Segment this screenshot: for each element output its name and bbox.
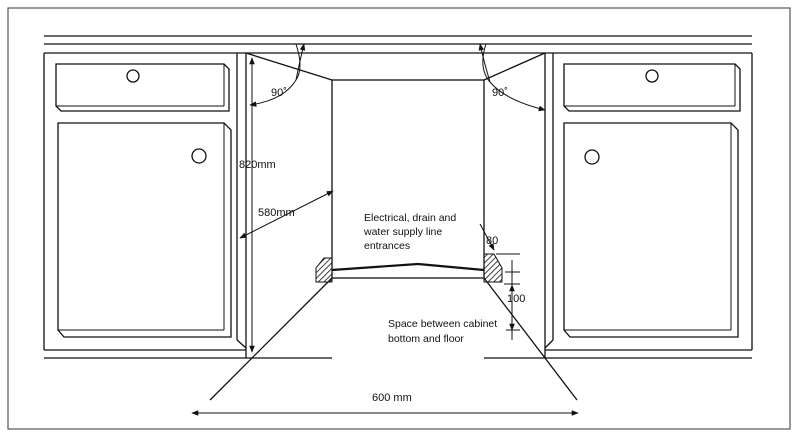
depth-dimension bbox=[239, 190, 334, 239]
right-drawer bbox=[563, 63, 741, 112]
diagram-border bbox=[7, 7, 791, 430]
right-cabinet bbox=[484, 53, 753, 359]
entrances-label-line2: water supply line bbox=[363, 226, 442, 238]
dim-100-label: 100 bbox=[507, 293, 525, 305]
right-drawer-knob bbox=[645, 69, 659, 83]
width-label: 600 mm bbox=[372, 392, 412, 404]
left-drawer bbox=[55, 63, 230, 112]
niche bbox=[209, 52, 578, 401]
right-entrance-hatch bbox=[483, 253, 503, 283]
depth-label: 580mm bbox=[258, 207, 295, 219]
space-label-line1: Space between cabinet bbox=[388, 318, 497, 330]
left-door-knob bbox=[191, 148, 207, 164]
entrances-label-line1: Electrical, drain and bbox=[364, 212, 456, 224]
left-door bbox=[57, 122, 232, 338]
niche-back-wall bbox=[331, 79, 485, 279]
left-entrance-hatch bbox=[315, 257, 333, 283]
right-door bbox=[563, 122, 739, 338]
right-door-knob bbox=[584, 149, 600, 165]
angle-right-marker bbox=[478, 43, 546, 112]
entrances-label-line3: entrances bbox=[364, 240, 410, 252]
height-label: 820mm bbox=[239, 159, 276, 171]
left-cabinet bbox=[43, 53, 332, 359]
small-dimensions bbox=[479, 223, 520, 340]
angle-right-label: 90˚ bbox=[492, 87, 508, 99]
space-label-line2: bottom and floor bbox=[388, 333, 464, 345]
angle-left-label: 90˚ bbox=[271, 87, 287, 99]
left-drawer-knob bbox=[126, 69, 140, 83]
countertop bbox=[44, 35, 752, 54]
dim-80-label: 80 bbox=[486, 235, 498, 247]
angle-left-marker bbox=[249, 43, 306, 107]
